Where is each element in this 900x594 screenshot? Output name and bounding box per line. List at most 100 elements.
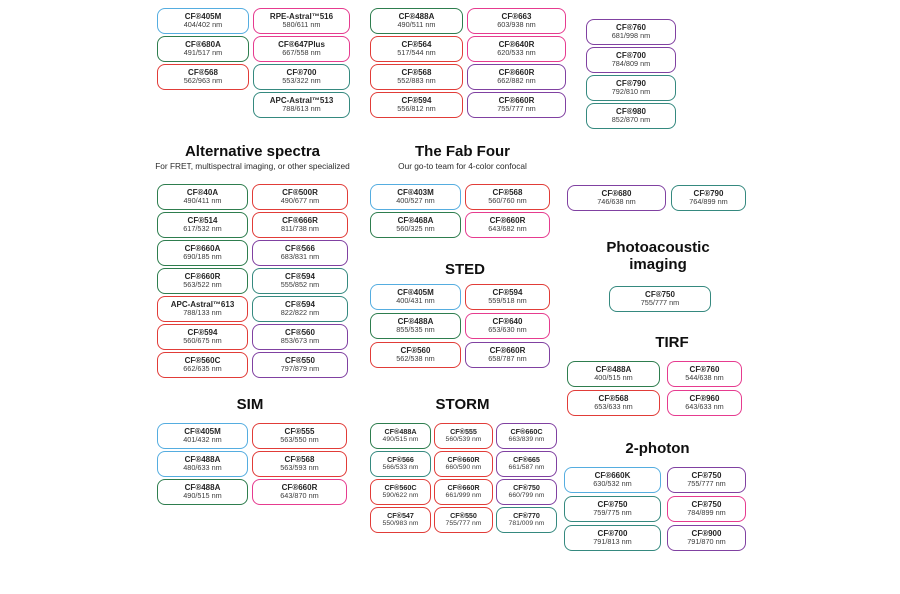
dye-name: CF®760 <box>616 23 646 33</box>
dye-wavelengths: 643/682 nm <box>488 224 527 234</box>
dye-wavelengths: 661/999 nm <box>445 492 482 500</box>
dye-name: CF®500R <box>282 188 318 198</box>
dye-name: CF®680A <box>185 40 221 50</box>
dye-name: CF®488A <box>398 12 435 22</box>
dye-name: CF®403M <box>397 188 434 198</box>
dye-wavelengths: 603/938 nm <box>497 20 536 30</box>
dye-wavelengths: 580/611 nm <box>282 20 321 30</box>
dye-wavelengths: 555/852 nm <box>280 280 320 290</box>
dye-name: CF®560 <box>285 328 315 338</box>
dye-name: CF®660R <box>489 346 526 356</box>
dye-wavelengths: 643/870 nm <box>280 491 319 501</box>
dye-name: CF®594 <box>401 96 432 106</box>
dye-wavelengths: 791/813 nm <box>593 537 632 547</box>
dye-name: CF®640 <box>492 317 523 327</box>
dye-wavelengths: 620/533 nm <box>497 48 536 58</box>
dye-wavelengths: 683/831 nm <box>280 252 320 262</box>
dye-wavelengths: 553/322 nm <box>282 76 321 86</box>
dye-wavelengths: 662/882 nm <box>497 76 536 86</box>
dye-wavelengths: 764/899 nm <box>689 197 728 207</box>
section-title-photoacoustic: Photoacoustic imaging <box>606 239 710 274</box>
dye-wavelengths: 663/839 nm <box>508 436 545 444</box>
dye-wavelengths: 653/633 nm <box>594 402 633 412</box>
dye-wavelengths: 400/431 nm <box>396 296 435 306</box>
dye-name: CF®547 <box>387 510 414 520</box>
dye-wavelengths: 490/515 nm <box>183 491 222 501</box>
dye-name: CF®900 <box>691 529 722 539</box>
dye-name: CF®750 <box>691 500 722 510</box>
dye-name: CF®560C <box>384 482 417 492</box>
dye-name: CF®564 <box>401 40 432 50</box>
dye-name: CF®488A <box>384 426 417 436</box>
dye-wavelengths: 784/899 nm <box>687 508 726 518</box>
dye-name: CF®568 <box>188 68 218 78</box>
dye-name: CF®660R <box>281 483 318 493</box>
dye-wavelengths: 660/799 nm <box>508 492 545 500</box>
dye-wavelengths: 755/777 nm <box>640 298 680 308</box>
dye-wavelengths: 784/809 nm <box>611 59 651 69</box>
dye-name: CF®488A <box>595 365 632 375</box>
dye-name: CF®980 <box>616 107 646 117</box>
dye-name: CF®594 <box>285 300 315 310</box>
dye-name: CF®568 <box>598 394 629 404</box>
dye-name: CF®566 <box>285 244 315 254</box>
dye-wavelengths: 653/630 nm <box>488 325 527 335</box>
dye-name: CF®770 <box>513 510 540 520</box>
dye-wavelengths: 404/402 nm <box>183 20 223 30</box>
dye-wavelengths: 560/539 nm <box>445 436 482 444</box>
dye-wavelengths: 755/777 nm <box>687 479 726 489</box>
dye-wavelengths: 544/638 nm <box>685 373 724 383</box>
dye-name: CF®660R <box>447 482 480 492</box>
dye-name: CF®660C <box>510 426 543 436</box>
dye-name: CF®550 <box>285 356 315 366</box>
dye-name: CF®790 <box>693 189 724 199</box>
dye-wavelengths: 630/532 nm <box>593 479 632 489</box>
dye-name: CF®560 <box>400 346 431 356</box>
dye-wavelengths: 490/511 nm <box>397 20 436 30</box>
dye-wavelengths: 490/411 nm <box>183 196 222 206</box>
dye-wavelengths: 401/432 nm <box>183 435 222 445</box>
dye-name: CF®560C <box>184 356 221 366</box>
dye-wavelengths: 559/518 nm <box>488 296 527 306</box>
dye-name: CF®594 <box>285 272 315 282</box>
